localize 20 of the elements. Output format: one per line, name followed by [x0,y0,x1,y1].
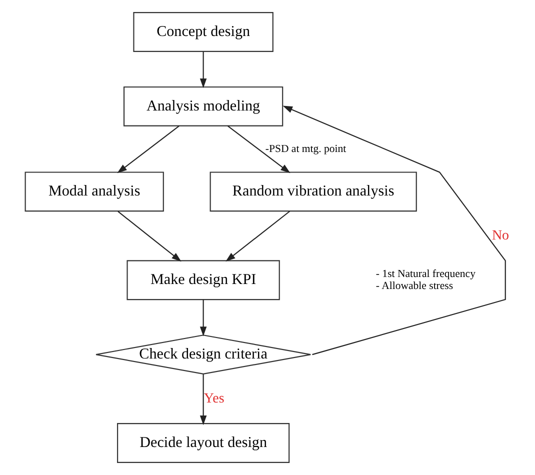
node-box: Decide layout design [117,423,290,463]
node-label: - Allowable stress [376,280,454,292]
node-box: Make design KPI [126,260,280,300]
node-box: Analysis modeling [123,86,284,126]
node-label: - 1st Natural frequency [376,268,476,280]
arrow [200,52,207,88]
arrow [200,300,207,336]
arrow [227,126,290,174]
node-box: Modal analysis [24,172,164,212]
node-diamond: Check design criteria [96,334,312,375]
node-box: Concept design [133,12,274,52]
edge-label: No [492,228,510,244]
edge-label: -PSD at mtg. point [265,142,346,155]
arrow [282,106,506,356]
arrow [117,126,180,174]
node-box: Random vibration analysis [210,172,417,212]
arrow [200,374,207,426]
arrow [226,210,290,262]
edge-label: Yes [204,391,224,406]
arrow [118,211,182,262]
